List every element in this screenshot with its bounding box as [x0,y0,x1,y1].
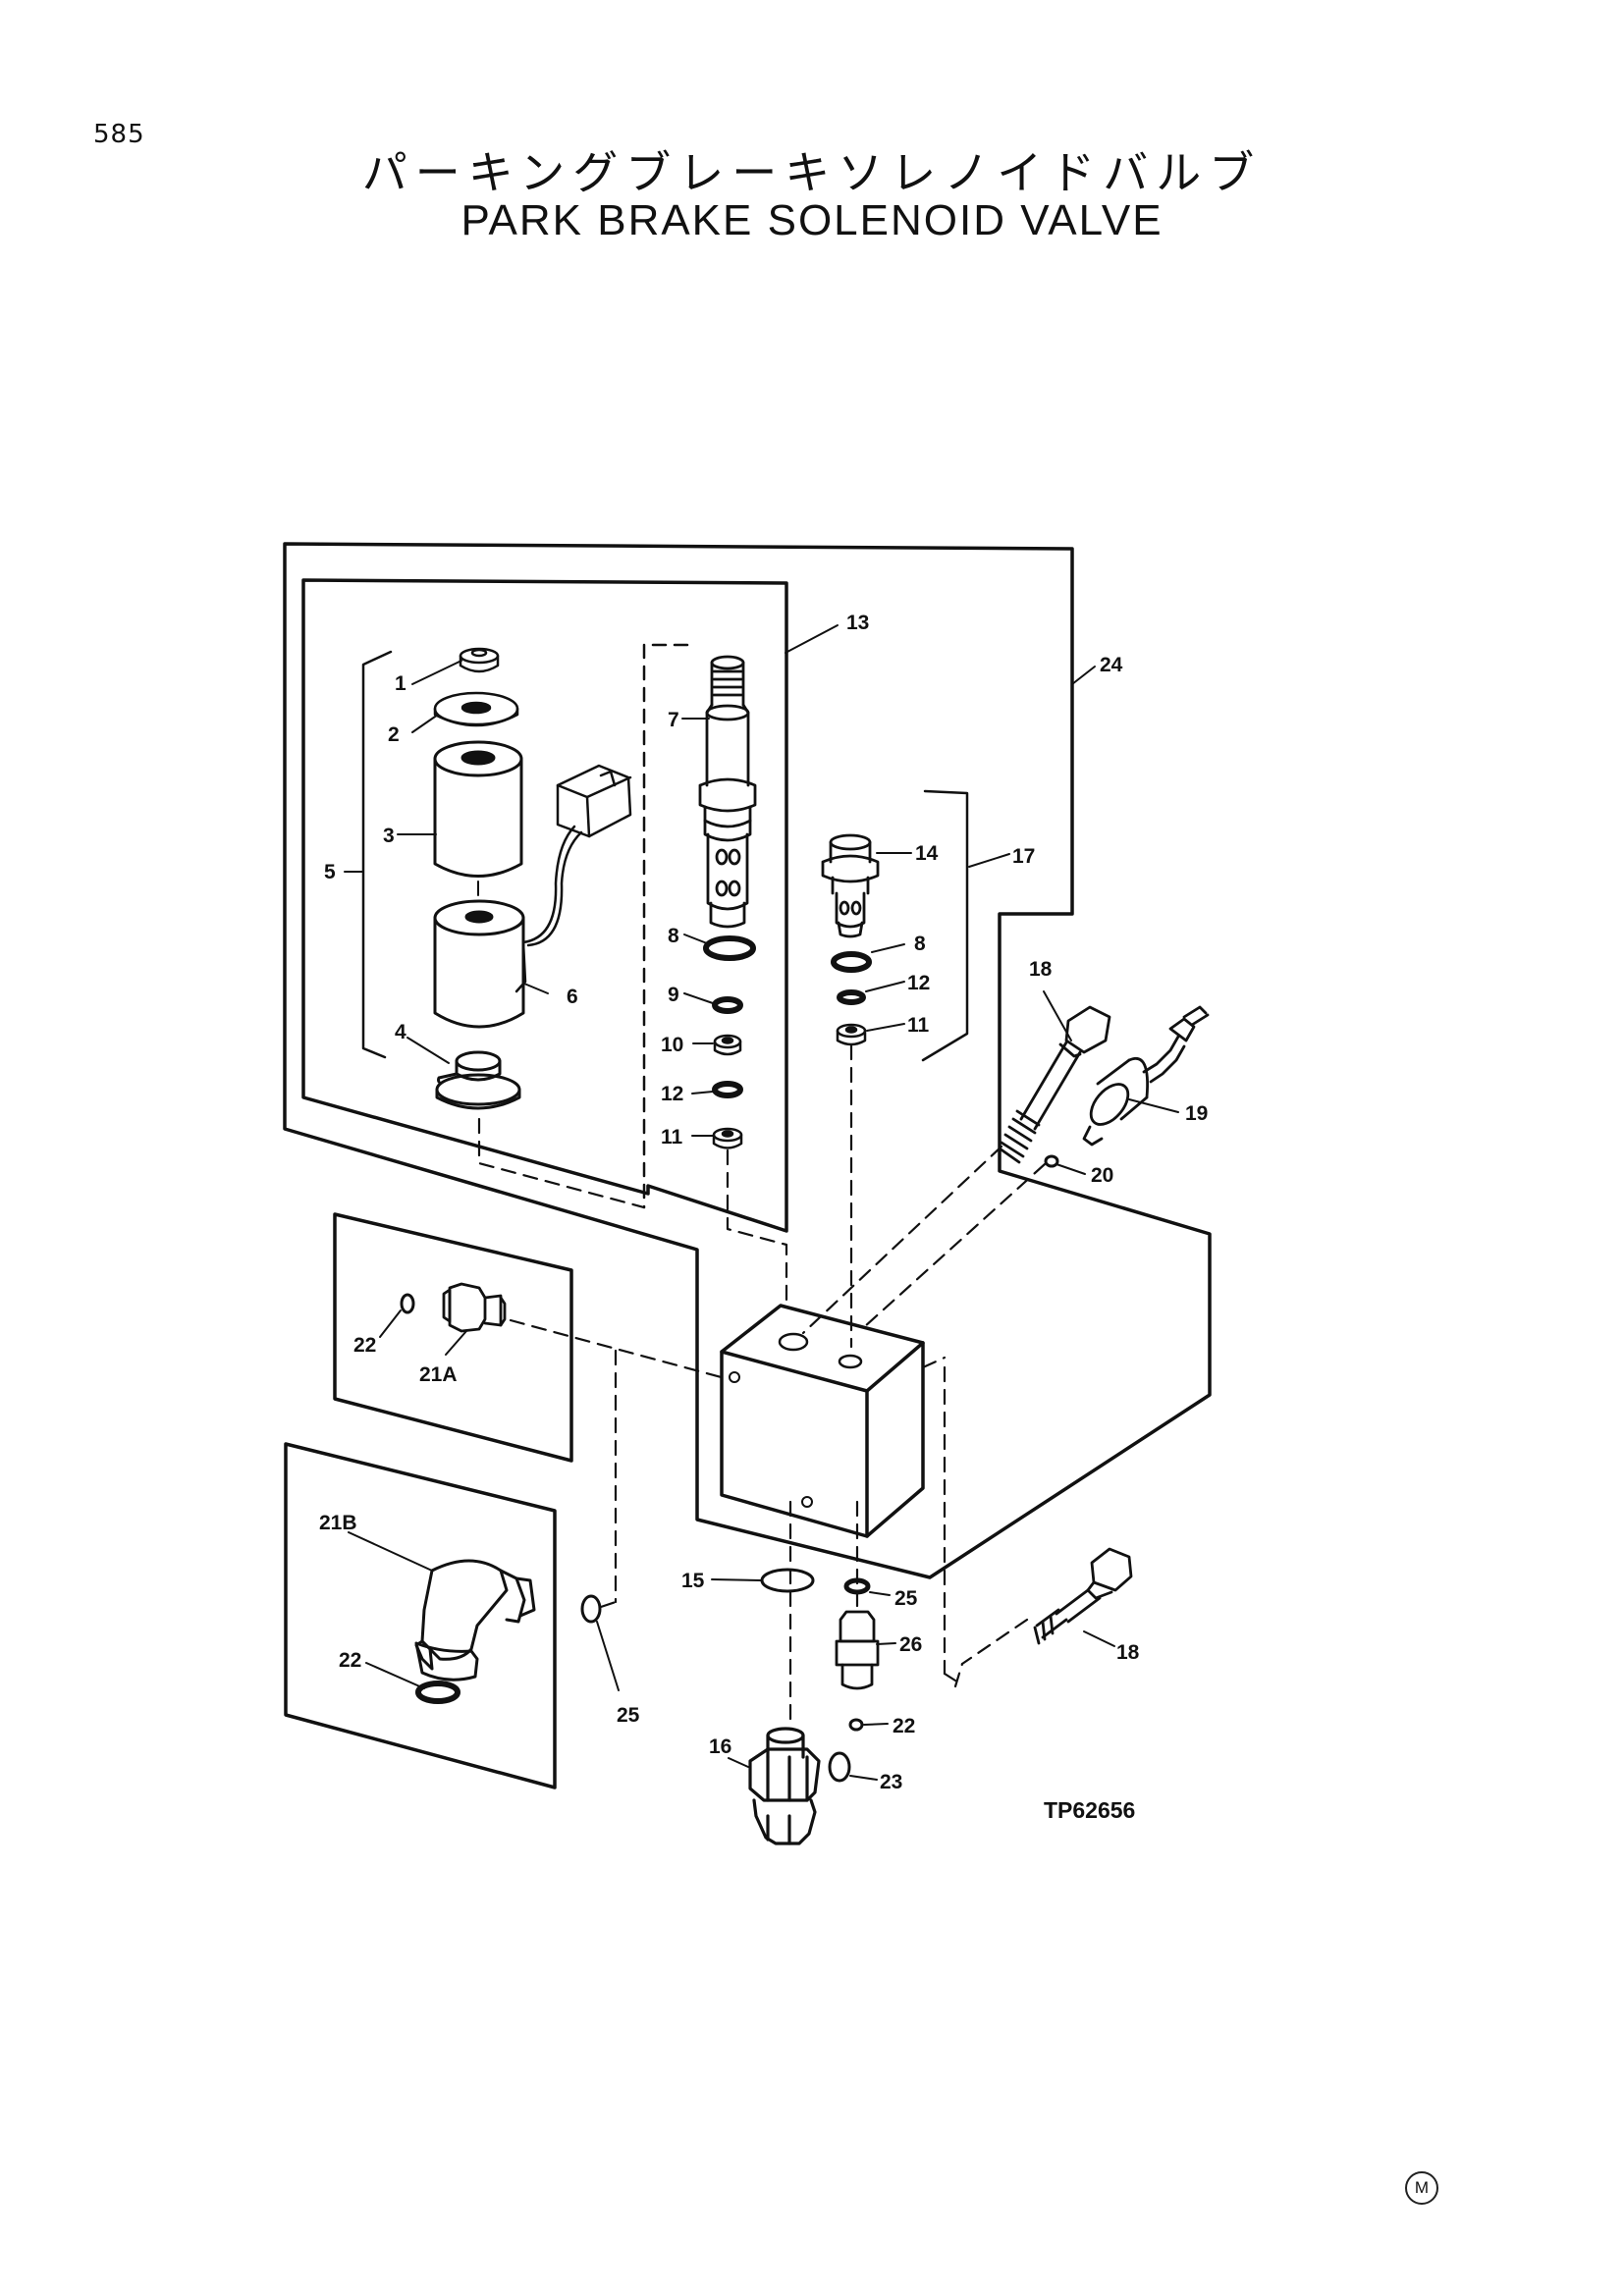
callout-16: 16 [709,1735,731,1758]
callout-labels: 1 2 3 4 5 6 7 8 9 10 12 11 13 14 8 12 11… [319,612,1208,1823]
assembly-paths [477,1043,1047,1730]
callout-24: 24 [1100,654,1123,676]
callout-2: 2 [388,723,400,746]
assembly-outline-24 [283,542,1212,1579]
sensor-part-19 [1082,1005,1210,1147]
title-english: PARK BRAKE SOLENOID VALVE [460,196,1164,244]
page-number: 585 [93,120,145,149]
callout-12b: 12 [907,972,930,994]
callout-6: 6 [567,986,578,1008]
bracket-5 [361,650,393,1059]
callout-12a: 12 [661,1083,683,1105]
callout-25a: 25 [617,1704,640,1727]
callout-4: 4 [395,1021,406,1043]
callout-11b: 11 [907,1014,930,1037]
callout-23: 23 [880,1771,902,1793]
title-japanese: パーキングブレーキソレノイドバルブ [361,146,1263,199]
ring-part-11b [836,1023,867,1046]
bolt-part-18-upper [998,1005,1111,1164]
leader-lines [344,624,1179,1781]
kit-outline-13 [301,578,788,1233]
adapter-box-21a [333,1212,573,1463]
ring-part-11a [712,1127,743,1149]
base-part-4 [435,1050,521,1110]
bracket-7 [642,643,689,1209]
callout-20: 20 [1091,1164,1113,1187]
washer-part-2 [433,691,519,727]
bolt-part-18-lower [1033,1547,1133,1645]
adapter-box-21b [284,1442,557,1789]
callout-18b: 18 [1116,1641,1140,1664]
valve-block [720,1304,925,1538]
callout-8b: 8 [914,933,926,955]
callout-21a: 21A [419,1363,458,1386]
oring-part-22a [400,1293,415,1314]
callout-26: 26 [899,1633,922,1656]
callout-19: 19 [1185,1102,1208,1125]
callout-25b: 25 [894,1587,918,1610]
cartridge-part-14 [821,833,880,938]
plug-part-26 [835,1610,880,1690]
callout-8a: 8 [668,925,679,947]
oring-part-23 [828,1751,851,1783]
ring-part-20 [1044,1154,1059,1168]
callout-7: 7 [668,709,679,731]
coil-part-6 [433,899,527,1029]
ring-part-12b [837,989,866,1005]
callout-10: 10 [661,1034,683,1056]
ring-part-12a [712,1081,743,1098]
ring-part-9 [712,996,743,1014]
callout-22a: 22 [353,1334,376,1357]
oring-part-25a [580,1594,602,1624]
bracket-17 [921,789,969,1062]
m-mark-symbol: M [1405,2171,1438,2205]
fitting-part-21a [442,1282,507,1333]
coil-part-3 [433,740,523,878]
callout-18a: 18 [1029,958,1053,981]
callout-1: 1 [395,672,406,695]
callout-9: 9 [668,984,679,1006]
oring-part-22c [848,1718,864,1732]
fitting-part-16 [748,1727,821,1845]
oring-part-8a [703,935,756,961]
coil-wire-connector [521,764,632,947]
callout-3: 3 [383,825,395,847]
callout-13: 13 [846,612,869,634]
nut-part-1 [459,647,500,673]
callout-17: 17 [1012,845,1035,868]
figure-reference-code: TP62656 [1044,1797,1135,1823]
callout-5: 5 [324,861,336,883]
oring-part-22b [415,1681,460,1704]
ring-part-10 [713,1034,742,1056]
oring-part-8b [831,951,872,973]
callout-22c: 22 [893,1715,915,1737]
cartridge-part-7 [698,655,757,929]
callout-21b: 21B [319,1512,357,1534]
callout-15: 15 [681,1570,705,1592]
callout-11a: 11 [661,1126,683,1148]
callout-14: 14 [915,842,939,865]
oring-part-15 [760,1568,815,1593]
elbow-part-21b [414,1559,536,1682]
callout-22b: 22 [339,1649,361,1672]
